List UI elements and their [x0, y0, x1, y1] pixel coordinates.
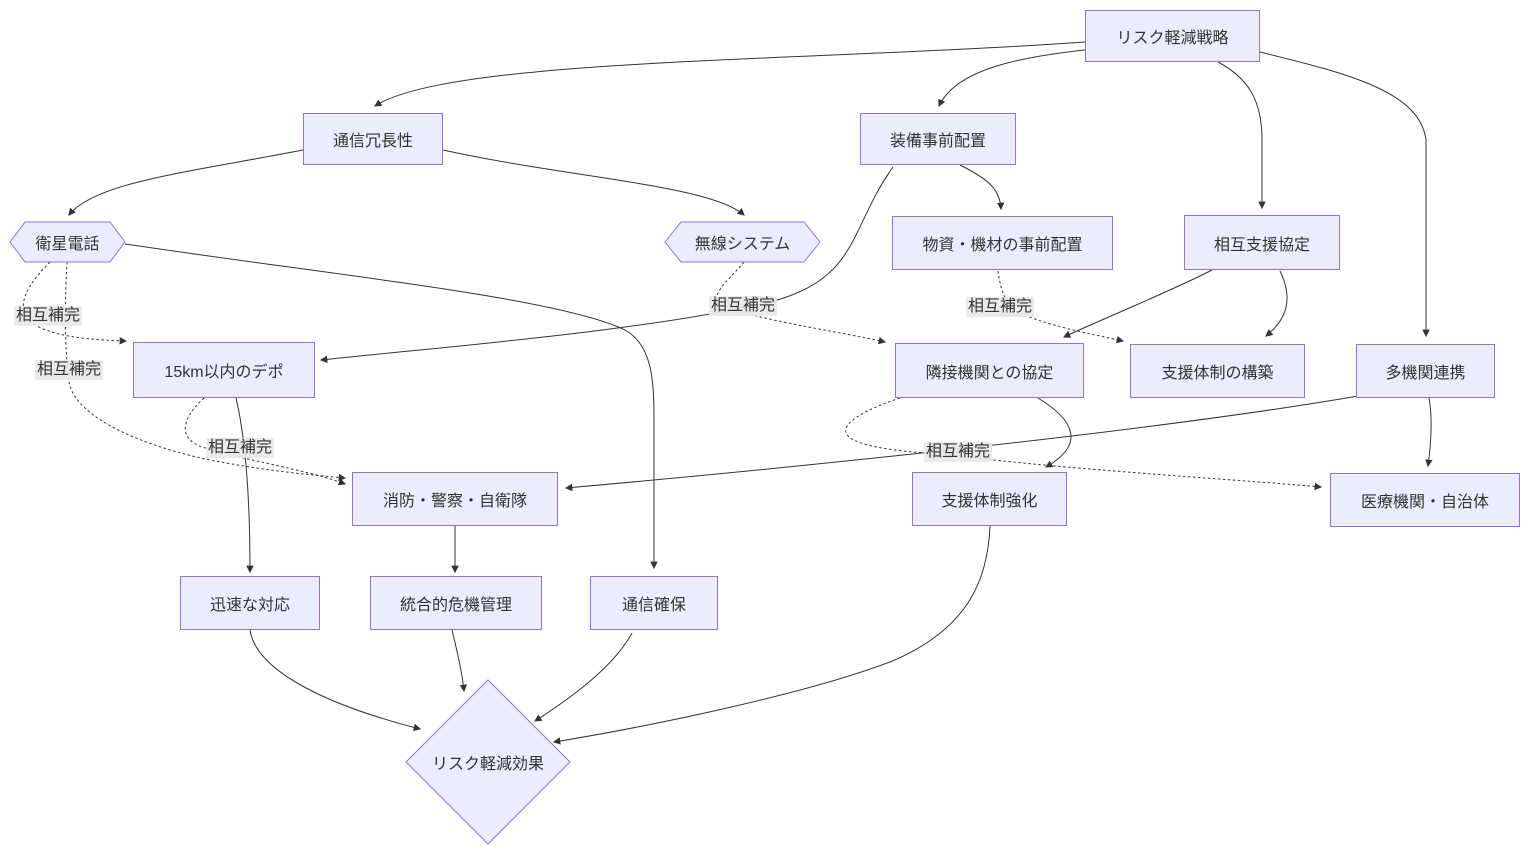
node-integrated-crisis-management-label: 統合的危機管理 — [399, 597, 512, 614]
node-comm-redundancy: 通信冗長性 — [303, 113, 443, 165]
edge-risk-to-equipment — [938, 49, 1086, 108]
edge-mutual-support-to-adjacent — [1062, 269, 1213, 338]
edge-risk-to-multi-agency — [1259, 51, 1430, 338]
node-integrated-crisis-management: 統合的危機管理 — [370, 576, 542, 630]
edge-risk-to-mutual-support — [1217, 61, 1266, 210]
edge-label-mutual-complement-2: 相互補完 — [35, 360, 104, 380]
node-support-system-strengthening: 支援体制強化 — [912, 472, 1067, 526]
node-wireless-system: 無線システム — [665, 222, 820, 262]
node-risk-strategy: リスク軽減戦略 — [1085, 10, 1260, 62]
node-risk-strategy-label: リスク軽減戦略 — [1116, 30, 1229, 47]
node-mutual-support-agreement-label: 相互支援協定 — [1213, 236, 1310, 254]
edge-label-mutual-complement-6: 相互補完 — [924, 442, 993, 462]
node-equipment-prepositioning-label: 装備事前配置 — [889, 133, 986, 150]
node-medical-municipalities: 医療機関・自治体 — [1330, 473, 1520, 527]
edge-multi-agency-to-medical — [1425, 397, 1433, 468]
node-multi-agency-collaboration-label: 多機関連携 — [1385, 365, 1466, 382]
edge-comm-securing-to-effect — [534, 632, 633, 722]
wireless-system-hexagon — [664, 221, 821, 263]
node-adjacent-agency-agreement: 隣接機関との協定 — [895, 343, 1084, 398]
edge-strengthening-to-effect — [552, 525, 991, 745]
node-satellite-phone-label: 衛星電話 — [35, 236, 100, 253]
node-medical-municipalities-label: 医療機関・自治体 — [1360, 494, 1489, 511]
edge-adjacent-to-strengthening — [1037, 397, 1072, 468]
node-equipment-prepositioning: 装備事前配置 — [860, 113, 1016, 165]
edge-label-mutual-complement-1: 相互補完 — [14, 306, 83, 326]
node-comm-redundancy-label: 通信冗長性 — [332, 133, 413, 150]
edge-mutual-support-to-support-building — [1265, 270, 1288, 337]
edge-supplies-to-support-building-dotted — [997, 270, 1125, 344]
node-support-system-building: 支援体制の構築 — [1130, 344, 1305, 398]
node-fire-police-sdf-label: 消防・警察・自衛隊 — [382, 493, 527, 510]
edge-depot-to-rapid — [235, 397, 254, 574]
edge-risk-to-comm-redundancy — [374, 41, 1086, 107]
edge-label-mutual-complement-3: 相互補完 — [206, 438, 275, 458]
edge-label-mutual-complement-4: 相互補完 — [709, 296, 778, 316]
edge-equipment-to-depot — [319, 166, 894, 364]
node-rapid-response-label: 迅速な対応 — [209, 597, 290, 614]
edge-integrated-to-effect — [451, 629, 468, 693]
edge-label-mutual-complement-5: 相互補完 — [966, 297, 1035, 317]
node-multi-agency-collaboration: 多機関連携 — [1356, 344, 1495, 398]
edge-rapid-to-effect — [249, 629, 422, 732]
satellite-phone-hexagon — [9, 221, 126, 263]
edge-satellite-to-fire-dotted — [64, 261, 347, 482]
node-support-system-building-label: 支援体制の構築 — [1161, 365, 1274, 382]
edge-adjacent-to-medical-dotted — [845, 397, 1323, 491]
node-rapid-response: 迅速な対応 — [180, 576, 320, 630]
node-wireless-system-label: 無線システム — [694, 236, 791, 253]
node-risk-reduction-effect-label: リスク軽減効果 — [431, 756, 544, 773]
edge-satellite-to-comm-securing — [124, 243, 658, 570]
node-adjacent-agency-agreement-label: 隣接機関との協定 — [925, 364, 1054, 382]
node-comm-securing-label: 通信確保 — [621, 597, 686, 614]
node-comm-securing: 通信確保 — [590, 576, 718, 630]
edge-satellite-to-depot-dotted — [22, 261, 128, 345]
node-mutual-support-agreement: 相互支援協定 — [1184, 215, 1340, 270]
risk-reduction-effect-diamond — [405, 679, 571, 845]
node-satellite-phone: 衛星電話 — [10, 222, 125, 262]
node-supplies-prepositioning: 物資・機材の事前配置 — [892, 216, 1113, 270]
node-depot-within-15km-label: 15km以内のデポ — [164, 364, 284, 381]
edge-comm-redundancy-to-satellite — [68, 149, 304, 216]
edge-equipment-to-supplies — [959, 164, 1005, 211]
edge-comm-redundancy-to-wireless — [442, 149, 745, 216]
node-risk-reduction-effect: リスク軽減効果 — [406, 735, 570, 789]
node-fire-police-sdf: 消防・警察・自衛隊 — [352, 472, 558, 526]
node-support-system-strengthening-label: 支援体制強化 — [941, 493, 1038, 510]
node-supplies-prepositioning-label: 物資・機材の事前配置 — [922, 237, 1083, 254]
node-depot-within-15km: 15km以内のデポ — [133, 342, 315, 398]
